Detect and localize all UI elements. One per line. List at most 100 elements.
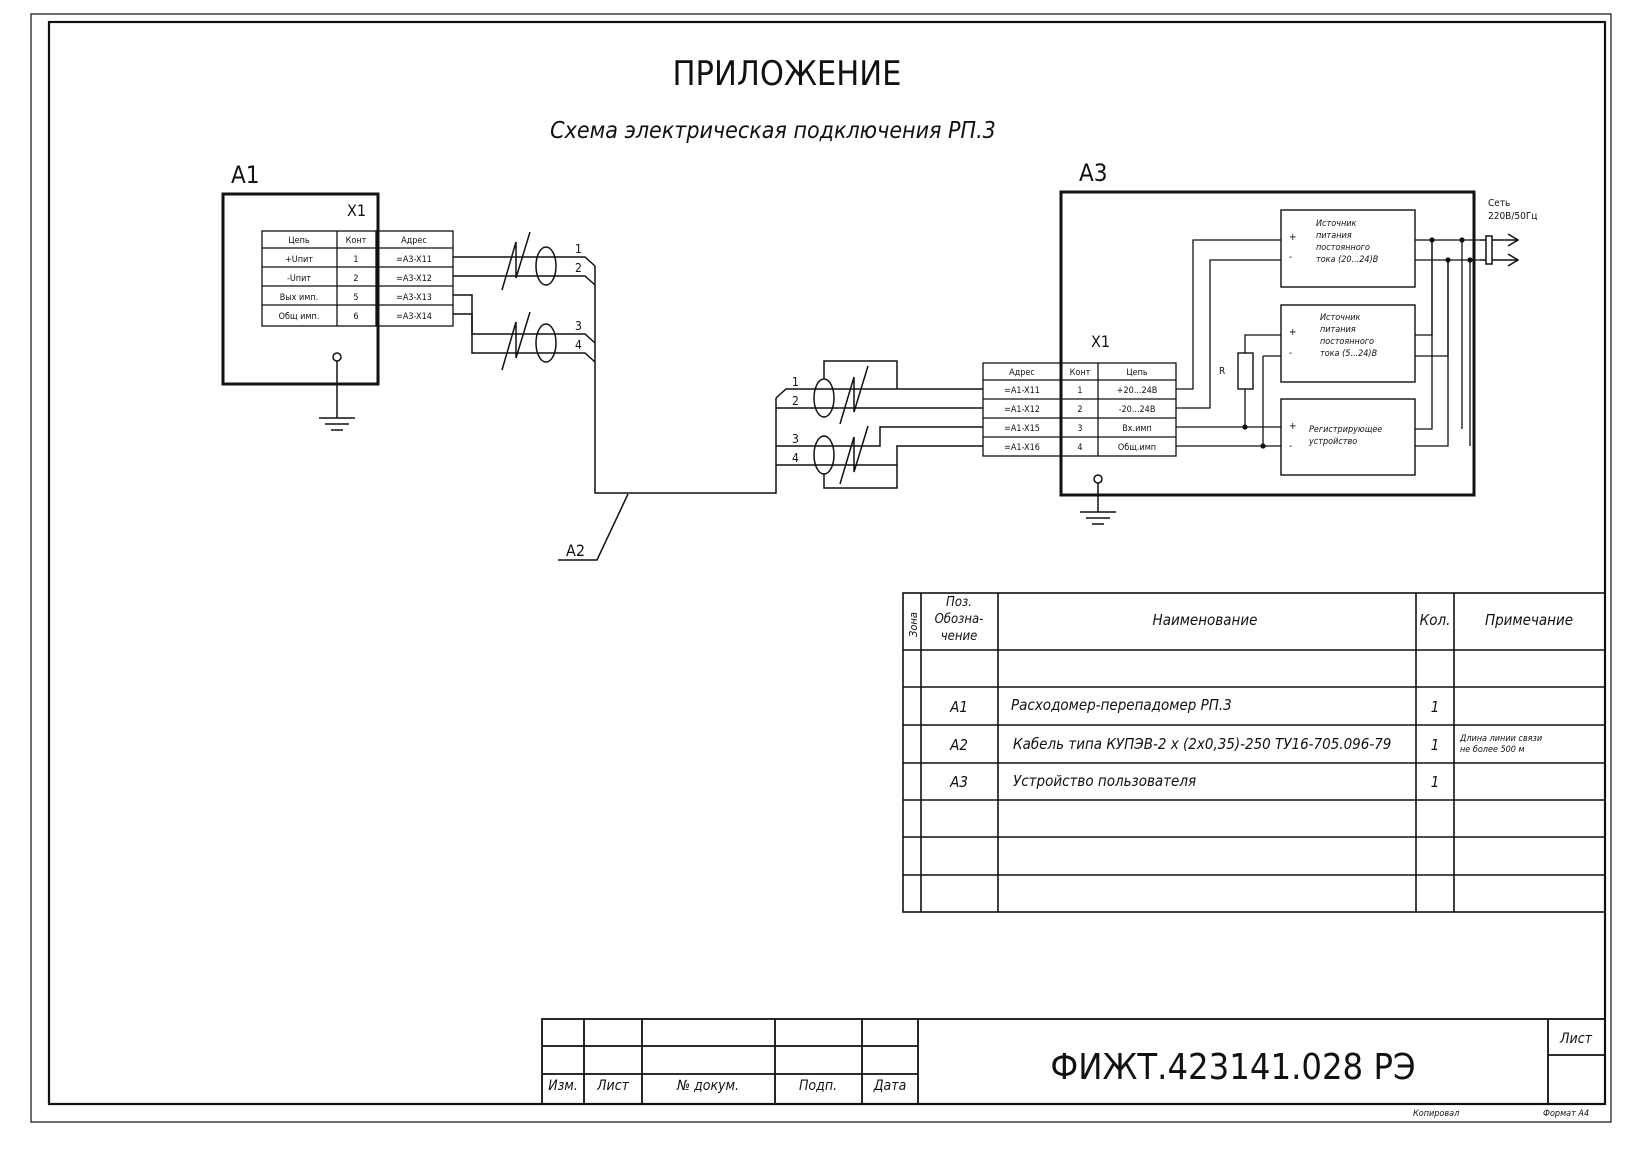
copied-label: Копировал <box>1413 1109 1459 1119</box>
recorder-minus: - <box>1289 441 1292 452</box>
spec-row-qty: 1 <box>1431 736 1440 754</box>
a1-label: A1 <box>231 161 260 189</box>
a3-row-circuit: +20...24В <box>1117 386 1158 396</box>
spec-header-pos: Обозна- <box>935 612 984 627</box>
a3-row-contact: 2 <box>1077 405 1082 415</box>
spec-row-pos: A1 <box>949 698 968 716</box>
spec-row-name: Кабель типа КУПЭВ-2 х (2х0,35)-250 ТУ16-… <box>1013 735 1391 753</box>
a1-row-contact: 1 <box>353 255 358 265</box>
a3-connector-table <box>982 362 1177 457</box>
recorder-text: устройство <box>1308 437 1357 447</box>
spec-header-qty: Кол. <box>1420 611 1451 629</box>
spec-header-pos: Поз. <box>946 595 972 610</box>
psu1-text: постоянного <box>1316 243 1370 253</box>
title-block <box>541 1018 1606 1105</box>
a1-row-contact: 5 <box>353 293 358 303</box>
titleblock-label-date: Дата <box>873 1078 907 1094</box>
cable-wire-number: 3 <box>792 432 799 446</box>
titleblock-sheet-label: Лист <box>1559 1031 1593 1047</box>
cable-wire-number: 4 <box>792 451 799 465</box>
a1-header-contact: Конт <box>346 236 367 246</box>
recorder-plus: + <box>1289 421 1297 432</box>
page-title: ПРИЛОЖЕНИЕ <box>673 54 902 94</box>
outer-border <box>30 13 1612 1123</box>
cable-wire-number: 4 <box>575 338 582 352</box>
a3-row-address: =A1-X11 <box>1004 386 1040 396</box>
a3-row-contact: 4 <box>1077 443 1082 453</box>
a3-internal-wiring <box>1176 239 1480 447</box>
a1-row-address: =A3-X14 <box>396 312 432 322</box>
a3-label: A3 <box>1079 159 1108 187</box>
a3-row-circuit: Общ.имп <box>1118 442 1156 453</box>
cable-wire-number: 3 <box>575 319 582 333</box>
spec-header-zone: Зона <box>907 612 920 637</box>
a1-row-circuit: +Uпит <box>285 255 313 265</box>
spec-row-note: Длина линии связи <box>1459 734 1542 744</box>
a3-row-contact: 1 <box>1077 386 1082 396</box>
titleblock-label-izm: Изм. <box>548 1078 578 1094</box>
a1-header-circuit: Цепь <box>288 236 310 246</box>
format-label: Формат А4 <box>1543 1109 1589 1119</box>
mains-plug-icon <box>1480 233 1520 267</box>
a1-row-circuit: Вых имп. <box>280 293 319 303</box>
a1-connector-table <box>261 230 454 327</box>
spec-row-qty: 1 <box>1431 773 1440 791</box>
a3-header-circuit: Цепь <box>1126 368 1148 378</box>
mains-label: Сеть <box>1488 198 1510 209</box>
psu1-text: питания <box>1316 231 1352 241</box>
device-a3: A3 X1 Адрес Конт Цепь =A1-X11 1 +20...24… <box>982 159 1537 525</box>
a1-connector-label: X1 <box>347 201 366 220</box>
a3-row-circuit: Вх.имп <box>1122 424 1152 434</box>
a1-row-contact: 2 <box>353 274 358 284</box>
spec-row-name: Устройство пользователя <box>1013 772 1196 790</box>
titleblock-label-list: Лист <box>596 1078 630 1094</box>
frame-border <box>47 20 1607 1106</box>
power-supply-2-block <box>1280 304 1416 383</box>
document-number: ФИЖТ.423141.028 РЭ <box>1050 1047 1415 1088</box>
spec-row-pos: A2 <box>949 736 968 754</box>
spec-header-pos: чение <box>941 629 978 644</box>
psu2-text: Источник <box>1320 313 1361 323</box>
cable-a2 <box>453 231 983 561</box>
a3-header-address: Адрес <box>1009 368 1035 378</box>
junction-dots <box>1242 237 1473 449</box>
a3-row-address: =A1-X12 <box>1004 405 1040 415</box>
cable-wire-number: 2 <box>575 261 582 275</box>
recorder-block <box>1280 398 1416 476</box>
psu1-text: тока (20...24)В <box>1316 255 1379 265</box>
cable-wire-number: 2 <box>792 394 799 408</box>
mains-label: 220В/50Гц <box>1488 211 1537 222</box>
psu2-text: тока (5...24)В <box>1320 349 1378 359</box>
a1-row-address: =A3-X13 <box>396 293 432 303</box>
a1-row-contact: 6 <box>353 312 358 322</box>
a1-header-address: Адрес <box>401 236 427 246</box>
a1-row-address: =A3-X12 <box>396 274 432 284</box>
psu2-minus: - <box>1289 348 1292 359</box>
cable-wire-number: 1 <box>792 375 799 389</box>
a3-row-address: =A1-X15 <box>1004 424 1040 434</box>
device-a1: A1 X1 Цепь Конт Адрес +Uпит 1 =A3-X11 -U… <box>221 161 454 431</box>
resistor-label: R <box>1219 366 1225 377</box>
spec-header-note: Примечание <box>1485 611 1573 629</box>
a3-header-contact: Конт <box>1070 368 1091 378</box>
spec-header-name: Наименование <box>1153 611 1258 629</box>
titleblock-label-sign: Подп. <box>799 1078 837 1094</box>
a1-ground-symbol <box>319 352 355 431</box>
a1-row-circuit: Общ имп. <box>279 311 320 322</box>
spec-row-pos: A3 <box>949 773 968 791</box>
psu1-minus: - <box>1289 252 1292 263</box>
specification-table <box>902 592 1606 913</box>
a3-ground-symbol <box>1080 474 1116 525</box>
a3-row-contact: 3 <box>1077 424 1082 434</box>
power-supply-1-block <box>1280 209 1416 288</box>
psu2-plus: + <box>1289 327 1297 338</box>
titleblock-label-doc: № докум. <box>676 1078 739 1094</box>
cable-label: A2 <box>566 541 585 560</box>
spec-row-name: Расходомер-перепадомер РП.3 <box>1011 696 1232 714</box>
spec-row-qty: 1 <box>1431 698 1440 716</box>
a1-row-circuit: -Uпит <box>287 274 311 284</box>
a1-row-address: =A3-X11 <box>396 255 432 265</box>
recorder-text: Регистрирующее <box>1309 425 1382 435</box>
spec-row-note: не более 500 м <box>1460 745 1525 755</box>
